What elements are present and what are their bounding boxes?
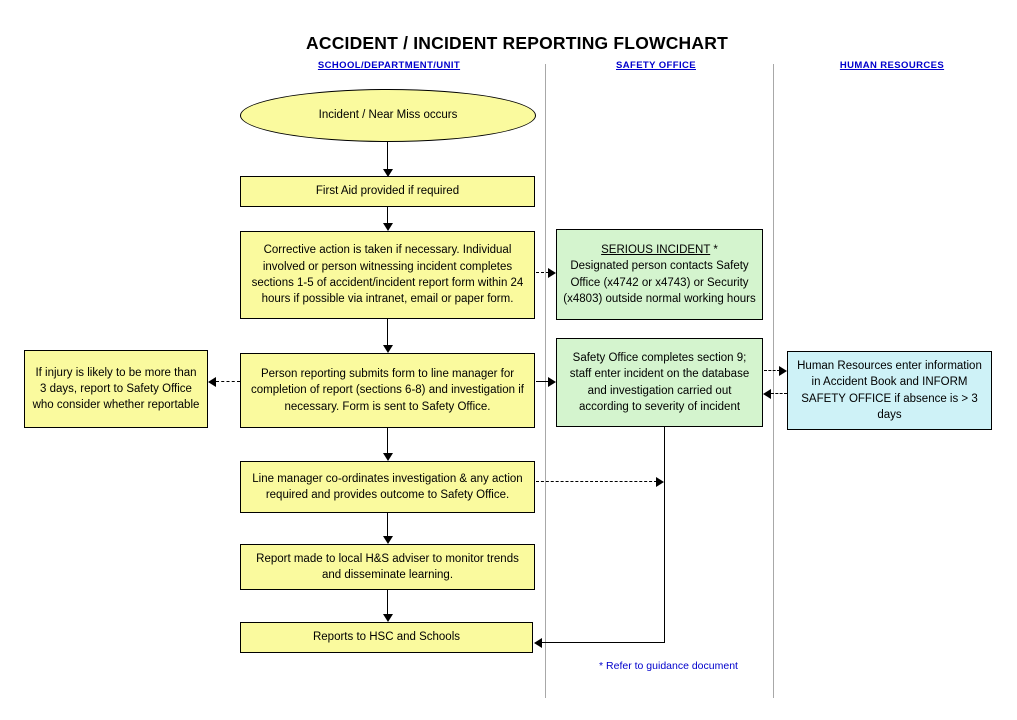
connector-linemanager-to-safety-line [536,481,657,482]
column-header-safety-office: SAFETY OFFICE [616,60,696,71]
connector-reportadviser-to-reportshsc-arrowhead [383,614,393,622]
connector-person-to-injury-line [216,381,240,382]
node-serious-incident-content: SERIOUS INCIDENT * Designated person con… [563,242,756,307]
node-human-resources: Human Resources enter information in Acc… [787,351,992,430]
column-divider-right [773,64,774,698]
node-person-reporting-label: Person reporting submits form to line ma… [251,368,524,413]
column-header-school-department-unit: SCHOOL/DEPARTMENT/UNIT [317,60,461,71]
node-injury-3-days-label: If injury is likely to be more than 3 da… [32,366,200,412]
node-person-reporting: Person reporting submits form to line ma… [240,353,535,428]
connector-person-to-linemanager-arrowhead [383,453,393,461]
connector-linemanager-to-reportadviser-line [387,513,388,537]
node-line-manager-label: Line manager co-ordinates investigation … [252,472,523,501]
connector-reportadviser-to-reportshsc-line [387,590,388,615]
node-report-adviser-label: Report made to local H&S adviser to moni… [256,552,519,581]
serious-incident-heading-text: SERIOUS INCIDENT [601,243,711,256]
node-first-aid-label: First Aid provided if required [315,185,460,198]
connector-linemanager-to-reportadviser-arrowhead [383,536,393,544]
connector-safety-to-reportshsc-horizontal [542,642,665,643]
connector-corrective-to-person-arrowhead [383,345,393,353]
connector-safety-to-reportshsc-vertical [664,427,665,643]
connector-hr-to-safety-line [771,393,787,394]
connector-person-to-safetycompletes-line [536,381,549,382]
connector-incident-to-firstaid-arrowhead [383,169,393,177]
connector-person-to-injury-arrowhead [208,377,216,387]
connector-person-to-safetycompletes-arrowhead [548,377,556,387]
node-serious-incident: SERIOUS INCIDENT * Designated person con… [556,229,763,320]
node-serious-incident-body: Designated person contacts Safety Office… [563,260,756,305]
connector-incident-to-firstaid-line [387,142,388,170]
node-incident-occurs-label: Incident / Near Miss occurs [318,109,458,122]
footnote-refer-guidance: * Refer to guidance document [599,660,738,672]
node-line-manager: Line manager co-ordinates investigation … [240,461,535,513]
node-incident-occurs: Incident / Near Miss occurs [240,89,536,142]
node-corrective-action: Corrective action is taken if necessary.… [240,231,535,319]
node-first-aid: First Aid provided if required [240,176,535,207]
connector-corrective-to-person-line [387,319,388,346]
connector-corrective-to-serious-line [536,272,549,273]
node-report-adviser: Report made to local H&S adviser to moni… [240,544,535,590]
node-safety-office-completes: Safety Office completes section 9; staff… [556,338,763,427]
connector-safety-to-hr-line [764,370,780,371]
node-reports-hsc: Reports to HSC and Schools [240,622,533,653]
node-reports-hsc-label: Reports to HSC and Schools [312,631,461,644]
connector-safety-to-hr-arrowhead [779,366,787,376]
page-title: ACCIDENT / INCIDENT REPORTING FLOWCHART [306,33,728,53]
connector-hr-to-safety-arrowhead [763,389,771,399]
node-serious-incident-heading: SERIOUS INCIDENT * [563,242,756,258]
node-human-resources-label: Human Resources enter information in Acc… [797,359,982,421]
node-corrective-action-label: Corrective action is taken if necessary.… [251,244,524,306]
node-safety-office-completes-label: Safety Office completes section 9; staff… [569,351,750,413]
serious-incident-asterisk: * [710,243,718,256]
node-injury-3-days: If injury is likely to be more than 3 da… [24,350,208,428]
connector-person-to-linemanager-line [387,428,388,454]
connector-safety-to-reportshsc-arrowhead [534,638,542,648]
connector-linemanager-to-safety-arrowhead [656,477,664,487]
connector-firstaid-to-corrective-arrowhead [383,223,393,231]
column-header-human-resources: HUMAN RESOURCES [839,60,945,71]
connector-corrective-to-serious-arrowhead [548,268,556,278]
connector-firstaid-to-corrective-line [387,207,388,224]
